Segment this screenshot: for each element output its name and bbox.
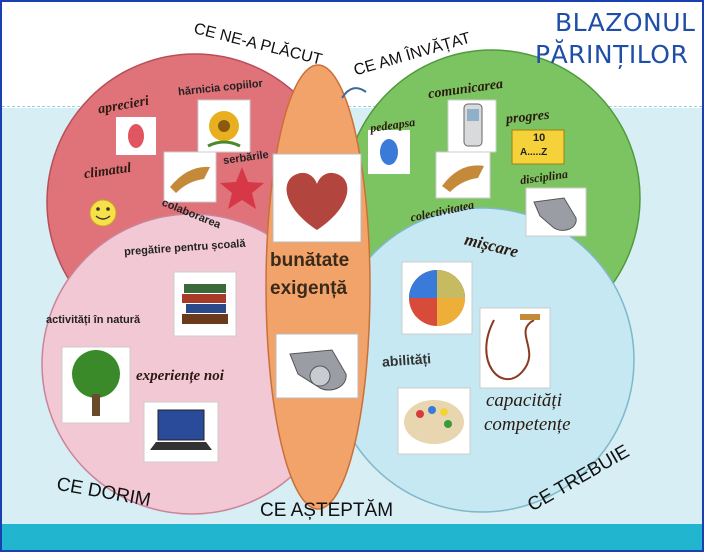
phone-icon [447, 99, 497, 153]
label-exigenta: exigență [270, 278, 348, 299]
divider-line [2, 106, 702, 107]
egg-icon [368, 130, 410, 174]
books-icon [173, 271, 237, 337]
label-competente: competențe [484, 414, 571, 435]
label-abilitati: abilități [381, 350, 432, 370]
star-icon [220, 167, 264, 209]
label-activitati-natura: activități în natură [46, 314, 141, 326]
paint-palette-icon [397, 387, 471, 455]
title-line-1: BLAZONUL [555, 8, 696, 37]
handshake-icon [435, 151, 491, 199]
title-line-2: PĂRINȚILOR [535, 40, 689, 69]
ball-icon [401, 261, 473, 335]
laptop-icon [143, 401, 219, 463]
label-experiente-noi: experiențe noi [136, 368, 224, 384]
whistle-icon [525, 187, 587, 237]
handshake-icon [163, 151, 217, 203]
heading-ce-asteptam: CE AȘTEPTĂM [260, 500, 394, 521]
progress-card-top: 10 [533, 132, 546, 144]
whistle-icon [275, 333, 359, 399]
progress-card-bottom: A.....Z [520, 147, 548, 158]
jump-rope-icon [479, 307, 551, 389]
smiley-icon [89, 199, 117, 227]
tree-icon [61, 346, 131, 424]
progress-card [511, 129, 565, 165]
label-capacitati: capacități [486, 390, 562, 411]
bottom-band [2, 524, 702, 550]
label-bunatate: bunătate [270, 250, 350, 271]
heart-icon [272, 153, 362, 243]
egg-icon [116, 117, 156, 155]
flower-icon [197, 99, 251, 153]
